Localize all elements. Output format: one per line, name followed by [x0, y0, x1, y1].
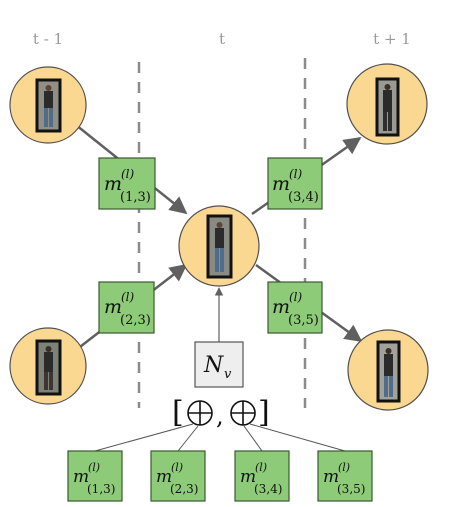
message-sub: (3,4): [288, 190, 319, 205]
message-sub: (2,3): [120, 313, 151, 328]
message-base: m: [272, 173, 290, 195]
pedestrian-image: [35, 78, 62, 133]
message-sup: (l): [289, 290, 303, 304]
bottom-message-m23: m (l) (2,3): [150, 450, 206, 502]
time-label-prev: t - 1: [33, 30, 63, 48]
message-sup: (l): [121, 167, 135, 181]
message-box-m23: m (l) (2,3): [98, 281, 155, 334]
message-base: m: [323, 467, 339, 487]
message-sub: (1,3): [87, 482, 115, 496]
message-box-m13: m (l) (1,3): [98, 157, 156, 210]
message-sup: (l): [255, 461, 267, 474]
message-sub: (3,5): [337, 482, 365, 496]
pedestrian-image: [376, 340, 401, 403]
message-base: m: [240, 467, 256, 487]
node-n2: [9, 327, 87, 405]
concatenation-expression: [ , ]: [172, 395, 270, 430]
aggregation-operator-box: N v: [194, 341, 244, 388]
message-base: m: [73, 467, 89, 487]
node-n4: [346, 63, 428, 145]
message-sup: (l): [171, 461, 183, 474]
message-base: m: [272, 296, 290, 318]
message-sup: (l): [121, 290, 135, 304]
message-sup: (l): [338, 461, 350, 474]
message-base: m: [156, 467, 172, 487]
link-m34-sum: [243, 425, 263, 452]
node-n1: [9, 66, 87, 144]
bracket-open: [: [172, 395, 184, 430]
message-sub: (1,3): [120, 190, 151, 205]
pedestrian-image: [375, 77, 400, 137]
message-sup: (l): [88, 461, 100, 474]
link-m35-sum: [249, 423, 346, 452]
bottom-message-m13: m (l) (1,3): [67, 450, 123, 502]
direct-sum-icon: [230, 400, 256, 426]
link-m23-sum: [177, 425, 199, 452]
time-label-current: t: [219, 30, 225, 48]
pedestrian-image: [206, 214, 233, 279]
message-box-m35: m (l) (3,5): [267, 281, 323, 334]
message-box-m34: m (l) (3,4): [267, 157, 323, 210]
message-base: m: [104, 296, 122, 318]
pedestrian-image: [35, 339, 62, 396]
bottom-message-m34: m (l) (3,4): [234, 450, 290, 502]
link-m13-sum: [94, 423, 194, 452]
message-sub: (2,3): [170, 482, 198, 496]
message-sub: (3,4): [254, 482, 282, 496]
time-label-next: t + 1: [373, 30, 411, 48]
bracket-close: ]: [258, 395, 270, 430]
message-sub: (3,5): [288, 313, 319, 328]
message-sup: (l): [289, 167, 303, 181]
bottom-message-m35: m (l) (3,5): [317, 450, 373, 502]
node-n5: [347, 329, 429, 411]
node-n3: [178, 205, 260, 287]
message-base: m: [104, 173, 122, 195]
operator-sub: v: [224, 367, 232, 382]
comma: ,: [216, 402, 224, 430]
operator-label: N: [203, 353, 224, 378]
direct-sum-icon: [187, 400, 213, 426]
